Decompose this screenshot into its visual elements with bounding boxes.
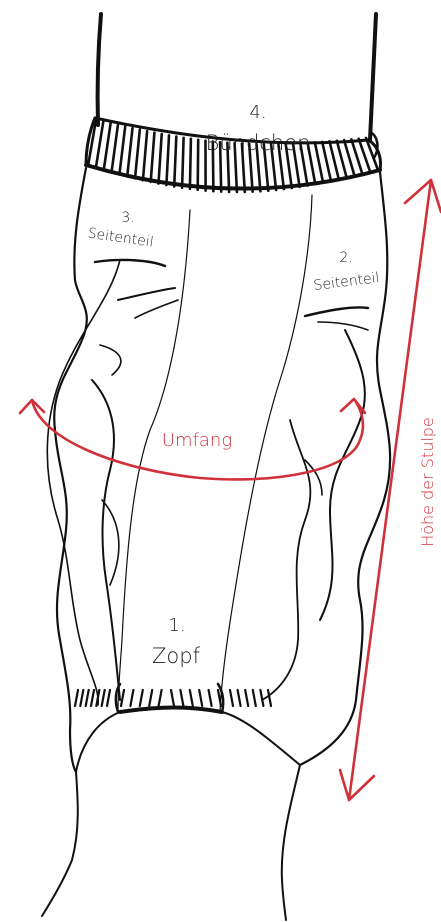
gather-tick-line xyxy=(130,690,133,706)
label-part2-name: Seitenteil xyxy=(313,270,381,294)
cuff-rib-line xyxy=(182,138,184,188)
gather-tick-line xyxy=(140,690,143,706)
gather-tick-line xyxy=(75,690,78,706)
cuff-rib-line xyxy=(315,142,323,182)
label-part4-name: Bündchen xyxy=(206,131,311,155)
gather-tick-line xyxy=(80,690,83,706)
label-part3-number: 3. xyxy=(121,210,134,226)
gather-tick-line xyxy=(209,690,212,706)
label-part1-name: Zopf xyxy=(152,644,201,668)
gather-tick-line xyxy=(190,690,193,706)
gather-tick-line xyxy=(171,690,174,706)
label-part3-name: Seitenteil xyxy=(87,226,155,251)
cuff-rib-line xyxy=(143,131,147,180)
cuff-rib-line xyxy=(159,134,162,184)
gather-tick-line xyxy=(268,690,271,706)
cuff-rib-line xyxy=(190,139,191,189)
cuff-rib-line xyxy=(127,128,132,176)
gather-tick-line xyxy=(159,690,162,706)
gather-tick-line xyxy=(218,690,221,706)
gather-tick-line xyxy=(86,690,89,706)
upper-arm xyxy=(98,14,376,140)
bottom-gathered-edge xyxy=(42,684,300,920)
cuff-rib-line xyxy=(198,140,199,190)
cuff-rib-line xyxy=(112,125,118,172)
gather-tick-line xyxy=(91,690,94,706)
label-height: Höhe der Stulpe xyxy=(418,417,437,547)
cuff-rib-line xyxy=(96,122,104,168)
gather-tick-line xyxy=(180,690,183,706)
gather-tick-line xyxy=(253,690,256,706)
gather-tick-line xyxy=(107,690,110,706)
gather-tick-line xyxy=(260,690,263,706)
label-circumference: Umfang xyxy=(162,430,232,451)
gather-tick-line xyxy=(121,690,124,706)
cuff-rib-line xyxy=(119,127,125,175)
cuff-rib-line xyxy=(166,135,169,185)
cuff-rib-line xyxy=(104,123,111,170)
cuff-bundchen xyxy=(86,118,381,192)
label-part4-number: 4. xyxy=(249,102,266,123)
cuff-rib-line xyxy=(174,137,176,187)
gather-tick-line xyxy=(199,690,202,706)
label-part2-number: 2. xyxy=(339,250,352,266)
gather-tick-line xyxy=(149,690,152,706)
gather-tick-line xyxy=(238,690,241,706)
gather-tick-line xyxy=(102,690,105,706)
cuff-rib-line xyxy=(151,133,155,182)
cuff-rib-line xyxy=(135,130,140,179)
label-part1-number: 1. xyxy=(168,615,185,636)
cuff-rib-line xyxy=(322,142,331,181)
gather-tick-line xyxy=(230,690,233,706)
gather-tick-line xyxy=(245,690,248,706)
